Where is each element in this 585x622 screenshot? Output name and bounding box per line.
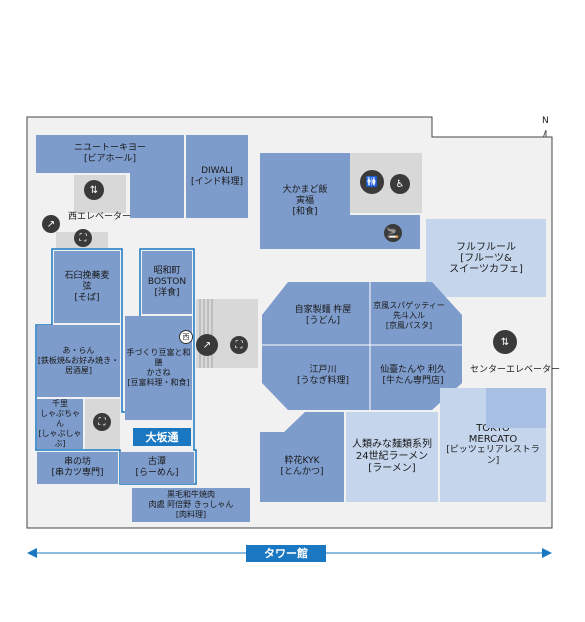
shop-okamado[interactable]: 大かまど飯 寅福 [和食]	[260, 153, 350, 249]
shop-category: [鉄板焼&お好み焼き・	[37, 356, 120, 365]
shop-rikyu[interactable]: 仙臺たんや 利久 [牛たん専門店]	[372, 356, 454, 396]
shop-chisato[interactable]: 千里 しゃぶちゃん [しゃぶしゃぶ]	[37, 399, 83, 449]
shop-category: [串カツ専門]	[51, 468, 104, 478]
escalator-lines	[199, 299, 213, 368]
shop-kushi[interactable]: 串の坊 [串カツ専門]	[37, 452, 118, 484]
shop-kocho[interactable]: 古潭 [らーめん]	[120, 452, 194, 484]
shop-category: [そば]	[74, 292, 100, 303]
shop-name: 石臼挽蕎麦	[64, 270, 110, 281]
escalator-area	[196, 299, 258, 368]
shop-name-2: かさね	[146, 368, 171, 377]
shop-name: 江戸川	[309, 365, 337, 375]
elevator-icon[interactable]: ⇅	[493, 330, 517, 354]
shop-category: [和食]	[292, 206, 318, 217]
shop-name-2: 肉處 阿倍野 きっしゃん	[148, 500, 234, 509]
west-elevator-label: 西エレベーター	[68, 212, 132, 222]
shop-category: [フルーツ&	[460, 252, 512, 264]
shop-name: 自家製麺 杵屋	[294, 305, 352, 315]
shop-name: 手づくり豆富と和膳	[126, 348, 191, 367]
shop-name: 人類みな麺類系列	[352, 439, 432, 450]
shop-category: [うどん]	[305, 316, 341, 326]
shop-name: TOKYO	[476, 423, 510, 434]
osaka-dori-sign: 大坂通	[133, 428, 191, 446]
stairs-icon[interactable]: ⛶	[74, 229, 92, 247]
shop-diwali[interactable]: DIWALI [インド料理]	[186, 135, 248, 218]
shop-jinen[interactable]: 自家製麺 杵屋 [うどん]	[280, 296, 366, 336]
shop-category: [とんかつ]	[280, 467, 324, 477]
shop-category: [豆富料理・和食]	[127, 378, 190, 387]
shop-name-2: 寅福	[295, 195, 314, 206]
north-label: N	[542, 116, 549, 126]
shop-category: [ビアホール]	[83, 154, 137, 164]
shop-mercato-accent	[486, 388, 546, 428]
shop-category: [牛たん専門店]	[382, 376, 444, 386]
shop-edogawa[interactable]: 江戸川 [うなぎ料理]	[280, 356, 366, 396]
shop-category: [ピッツェリアレストラン]	[446, 445, 540, 466]
stairs-icon[interactable]: ⛶	[230, 336, 248, 354]
shop-kyofu[interactable]: 京風スパゲッティー 先斗入ル [京風パスタ]	[372, 294, 446, 338]
shop-category-2: 居酒屋]	[64, 366, 93, 375]
shop-name: ニユートーキヨー	[73, 143, 146, 153]
shop-category: [ラーメン]	[368, 463, 416, 474]
escalator-icon[interactable]: ↗	[196, 334, 218, 356]
shop-name: 千里	[52, 399, 68, 408]
shop-name-2: BOSTON	[147, 277, 187, 287]
shop-name: フルフルール	[456, 241, 516, 253]
shop-aran[interactable]: あ・らん [鉄板焼&お好み焼き・ 居酒屋]	[37, 325, 120, 397]
shop-name-2: 弦	[82, 281, 92, 292]
shop-name: 昭和町	[153, 266, 181, 276]
shop-category: [うなぎ料理]	[296, 376, 350, 386]
center-elevator-label: センターエレベーター	[470, 365, 561, 375]
shop-jinrui[interactable]: 人類みな麺類系列 24世紀ラーメン [ラーメン]	[346, 412, 438, 502]
wheelchair-icon[interactable]: ♿	[390, 174, 410, 194]
shop-ishiusu[interactable]: 石臼挽蕎麦 弦 [そば]	[54, 251, 120, 323]
shop-name-2: MERCATO	[468, 434, 518, 445]
shop-category: [洋食]	[154, 288, 180, 298]
shop-name: 大かまど飯	[282, 184, 328, 195]
shop-name-2: しゃぶちゃん	[39, 409, 81, 428]
shop-category: [らーめん]	[135, 468, 179, 478]
shop-category: [肉料理]	[175, 510, 207, 519]
shop-newtokyo[interactable]: ニユートーキヨー [ビアホール]	[36, 135, 184, 173]
katsukura-notch	[282, 412, 344, 434]
tower-label: タワー館	[246, 545, 326, 562]
shop-name: 粋花KYK	[284, 456, 320, 466]
shop-name: 黒毛和牛焼肉	[167, 490, 215, 499]
shop-newtokyo-extension	[130, 173, 184, 218]
shop-category: [京風パスタ]	[385, 321, 433, 330]
escalator-icon[interactable]: ↗	[42, 215, 60, 233]
west-marker-icon: 西	[179, 330, 193, 344]
shop-name: 串の坊	[63, 457, 91, 467]
shop-category: [しゃぶしゃぶ]	[38, 429, 82, 448]
shop-katsukura[interactable]: 粋花KYK [とんかつ]	[260, 432, 344, 502]
shop-name: 仙臺たんや 利久	[380, 365, 446, 375]
shop-fruits[interactable]: フルフルール [フルーツ& スイーツカフェ]	[426, 219, 546, 297]
shop-name: あ・らん	[62, 346, 95, 355]
shop-category: [インド料理]	[190, 176, 244, 187]
restroom-icon[interactable]: 🚻	[360, 170, 384, 194]
elevator-icon[interactable]: ⇅	[84, 180, 104, 200]
shop-name: 古潭	[147, 457, 166, 467]
shop-name: 京風スパゲッティー	[373, 301, 445, 310]
stairs-icon[interactable]: ⛶	[93, 413, 111, 431]
shop-name: DIWALI	[201, 165, 233, 176]
shop-category-2: スイーツカフェ]	[449, 263, 523, 275]
shop-name-2: 24世紀ラーメン	[355, 451, 429, 462]
shop-kuroge[interactable]: 黒毛和牛焼肉 肉處 阿倍野 きっしゃん [肉料理]	[132, 488, 250, 522]
smoking-icon[interactable]: 🚬	[384, 224, 402, 242]
shop-showa[interactable]: 昭和町 BOSTON [洋食]	[142, 251, 192, 314]
shop-name-2: 先斗入ル	[393, 311, 425, 320]
